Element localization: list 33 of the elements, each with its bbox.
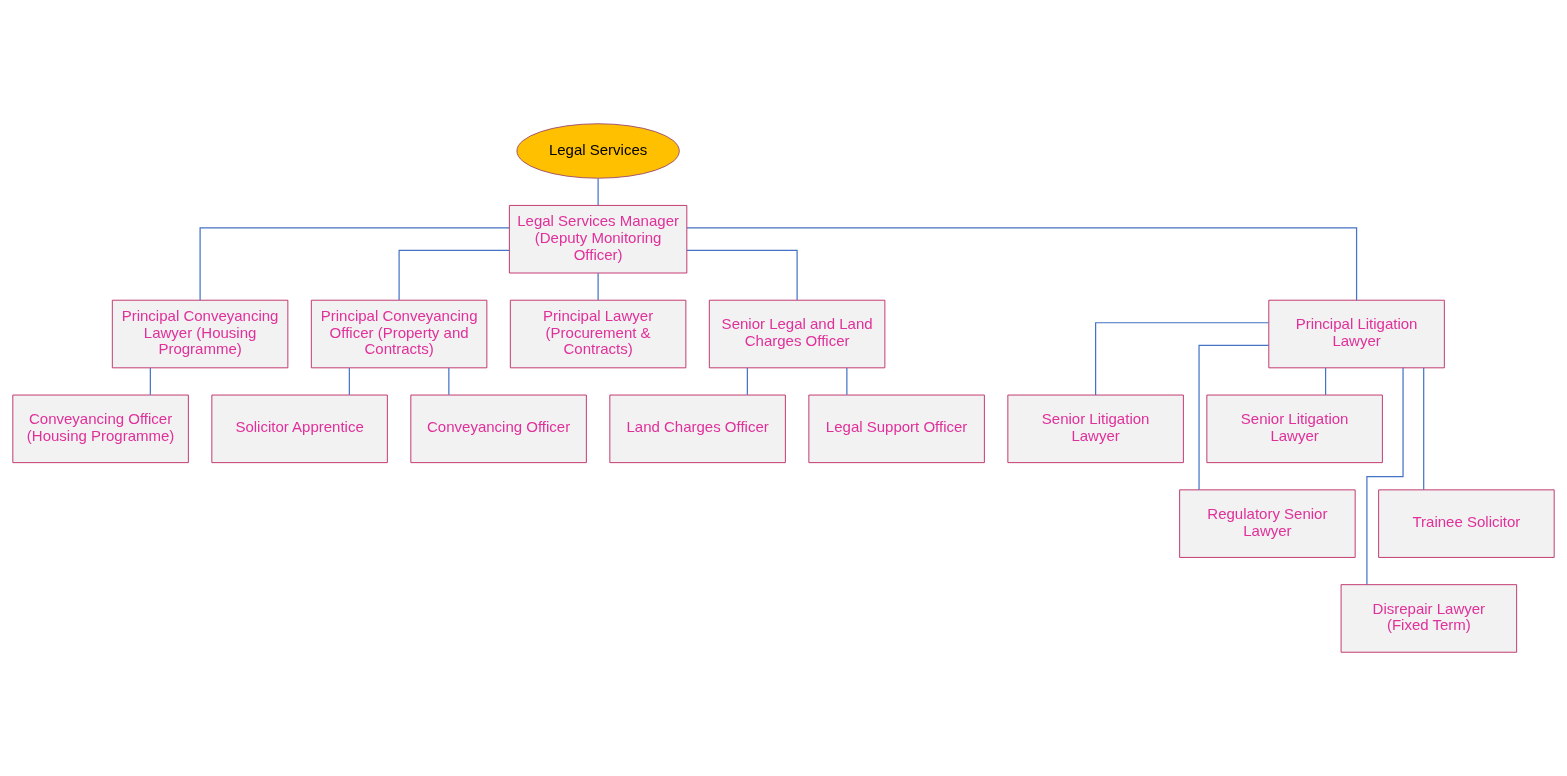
connector	[1423, 367, 1425, 491]
connector	[398, 249, 510, 301]
connector	[1325, 367, 1327, 396]
connector	[597, 177, 599, 206]
connector	[448, 367, 450, 396]
node-box: Trainee Solicitor	[1378, 489, 1555, 558]
connector	[149, 367, 151, 396]
connector	[846, 367, 848, 396]
connector	[199, 227, 510, 301]
connector	[597, 272, 599, 301]
node-box: Senior Litigation Lawyer	[1007, 394, 1184, 464]
node-box: Conveyancing Officer (Housing Programme)	[12, 394, 189, 464]
node-box: Solicitor Apprentice	[211, 394, 388, 464]
node-box: Land Charges Officer	[609, 394, 786, 464]
node-ellipse: Legal Services	[516, 123, 680, 179]
connector	[686, 227, 1358, 301]
node-box: Senior Litigation Lawyer	[1206, 394, 1383, 464]
node-box: Principal Conveyancing Officer (Property and Contracts)	[310, 299, 488, 369]
connector	[686, 249, 798, 301]
node-box: Principal Litigation Lawyer	[1268, 299, 1445, 369]
node-box: Senior Legal and Land Charges Officer	[708, 299, 886, 369]
node-box: Legal Support Officer	[808, 394, 985, 464]
node-box: Legal Services Manager (Deputy Monitoring Officer)	[508, 204, 688, 274]
connector	[348, 367, 350, 396]
node-box: Principal Conveyancing Lawyer (Housing Programme)	[111, 299, 289, 369]
connector	[1198, 344, 1270, 491]
node-box: Disrepair Lawyer (Fixed Term)	[1340, 584, 1518, 653]
node-box: Principal Lawyer (Procurement & Contracts)	[509, 299, 687, 369]
connector	[1366, 367, 1404, 586]
node-box: Regulatory Senior Lawyer	[1179, 489, 1356, 558]
connector	[746, 367, 748, 396]
node-box: Conveyancing Officer	[410, 394, 587, 464]
connector	[1095, 322, 1270, 396]
